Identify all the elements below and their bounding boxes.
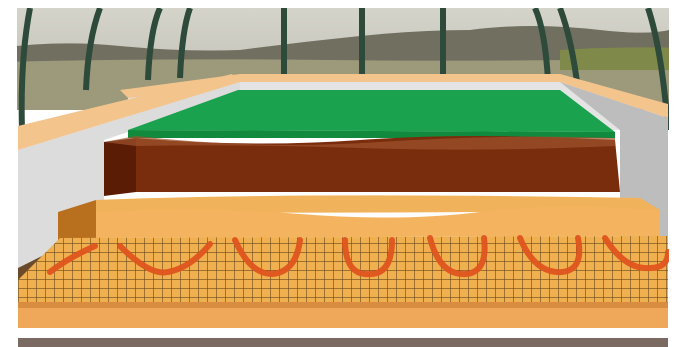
frame-border-top: [0, 0, 686, 8]
base-separator: [18, 328, 668, 338]
frame-border-left: [0, 0, 17, 347]
topsoil-side: [104, 138, 136, 196]
field-green: [560, 47, 686, 70]
base-sand-shadow: [18, 302, 668, 308]
base-gravel: [18, 338, 668, 347]
frame-border-right: [669, 0, 686, 347]
